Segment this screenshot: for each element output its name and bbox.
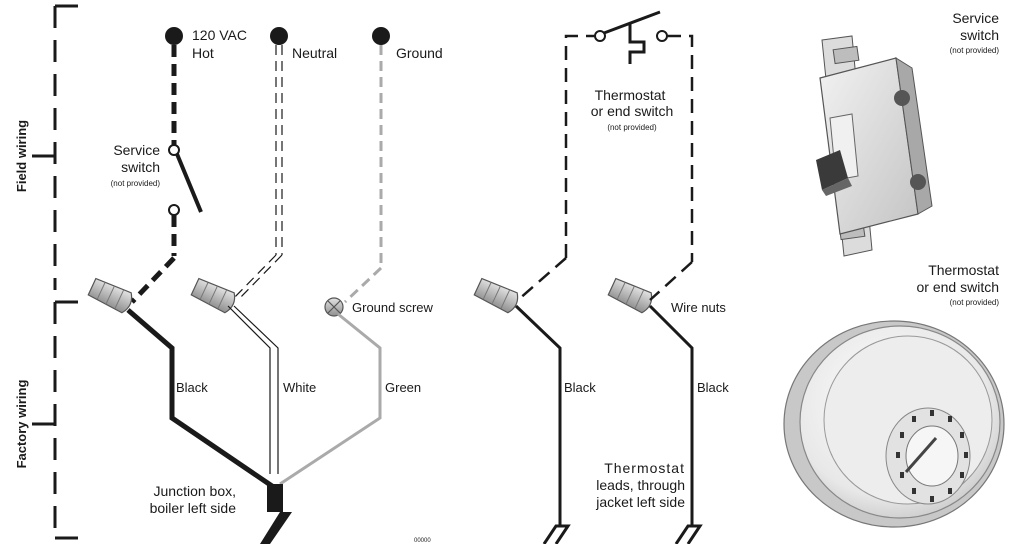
- ground-screw: [324, 297, 344, 317]
- thermostat-switch-symbol: [564, 10, 694, 262]
- neutral-terminal: [270, 27, 288, 255]
- wire-nut-white: [190, 277, 236, 314]
- thermostat-illustration-label-1: Thermostat: [928, 262, 999, 278]
- factory-black-wire: [126, 308, 274, 489]
- voltage-label: 120 VAC: [192, 27, 247, 43]
- service-switch-label-2: switch: [121, 159, 160, 175]
- field-wiring-label: Field wiring: [14, 120, 29, 192]
- wire-nut-thermostat-left: [473, 277, 519, 314]
- service-switch-symbol: [168, 144, 203, 256]
- green-wire-label: Green: [385, 380, 421, 395]
- thermostat-leads: [514, 304, 703, 544]
- black-wire-label: Black: [176, 380, 208, 395]
- factory-green-wire: [279, 312, 382, 486]
- thermostat-black-label-left: Black: [564, 380, 596, 395]
- thermostat-illustration-note: (not provided): [950, 298, 1000, 307]
- ground-label: Ground: [396, 45, 443, 61]
- junction-box-label-2: boiler left side: [150, 500, 237, 516]
- thermostat-switch-note: (not provided): [607, 123, 657, 132]
- thermostat-leads-label-2: leads, through: [596, 477, 685, 493]
- hot-label: Hot: [192, 45, 214, 61]
- junction-box-conduit: [260, 484, 292, 544]
- factory-wiring-label: Factory wiring: [14, 380, 29, 469]
- junction-box-label-1: Junction box,: [154, 483, 237, 499]
- white-wire-label: White: [283, 380, 316, 395]
- thermostat-leads-label-3: jacket left side: [595, 494, 685, 510]
- wire-nut-black: [87, 277, 133, 314]
- hot-terminal: [165, 27, 183, 145]
- thermostat-dial-ticks: [896, 410, 968, 502]
- service-switch-label-1: Service: [113, 142, 160, 158]
- service-switch-illustration-label-2: switch: [960, 27, 999, 43]
- service-switch-illustration-label-1: Service: [952, 10, 999, 26]
- thermostat-transition-wires: [517, 257, 693, 301]
- factory-white-wire: [227, 305, 279, 474]
- service-switch-note: (not provided): [111, 179, 161, 188]
- wiring-zone-bracket: [32, 4, 78, 540]
- thermostat-illustration: [783, 320, 1005, 528]
- field-transition-wires: [130, 254, 383, 304]
- service-switch-illustration-note: (not provided): [950, 46, 1000, 55]
- thermostat-switch-label-2: or end switch: [591, 103, 673, 119]
- ground-terminal: [372, 27, 390, 268]
- thermostat-switch-label-1: Thermostat: [595, 87, 666, 103]
- thermostat-leads-label-1: Thermostat: [604, 460, 685, 476]
- service-switch-illustration: [816, 35, 933, 257]
- thermostat-black-label-right: Black: [697, 380, 729, 395]
- wire-nut-thermostat-right: [607, 277, 653, 314]
- thermostat-illustration-label-2: or end switch: [917, 279, 999, 295]
- figure-number: 00000: [414, 538, 431, 544]
- wire-nuts-label: Wire nuts: [671, 300, 726, 315]
- neutral-label: Neutral: [292, 45, 337, 61]
- ground-screw-label: Ground screw: [352, 300, 434, 315]
